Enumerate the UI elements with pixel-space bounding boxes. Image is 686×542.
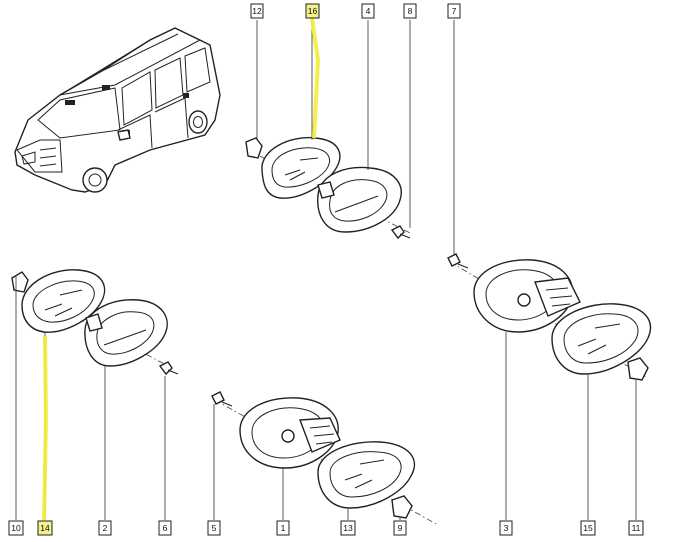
handle-2-part	[84, 299, 168, 367]
label-boxes: 12 16 4 8 7 10 14 2	[8, 3, 644, 536]
svg-text:13: 13	[343, 523, 353, 533]
label-8: 8	[403, 3, 417, 19]
svg-text:2: 2	[103, 523, 108, 533]
screw-5-part	[211, 391, 225, 405]
minivan-illustration	[14, 27, 221, 193]
svg-text:11: 11	[632, 523, 641, 533]
svg-text:5: 5	[212, 523, 217, 533]
highlight-line-14	[42, 335, 49, 521]
label-3: 3	[499, 520, 513, 536]
label-7: 7	[447, 3, 461, 19]
label-4: 4	[361, 3, 375, 19]
label-12: 12	[250, 3, 264, 19]
bezel-14-part	[21, 269, 106, 333]
label-2: 2	[98, 520, 112, 536]
group-right-handle	[447, 253, 652, 381]
label-1: 1	[276, 520, 290, 536]
svg-text:6: 6	[163, 523, 168, 533]
label-15: 15	[580, 520, 596, 536]
svg-text:7: 7	[452, 6, 457, 16]
screw-7-part	[447, 253, 461, 267]
clip-12-part	[245, 137, 263, 159]
svg-text:9: 9	[398, 523, 403, 533]
svg-text:14: 14	[40, 523, 50, 533]
svg-text:8: 8	[408, 6, 413, 16]
label-5: 5	[207, 520, 221, 536]
group-left-handle	[11, 269, 179, 376]
screw-6-part	[158, 361, 173, 376]
clip-10-part	[11, 271, 29, 293]
svg-text:1: 1	[281, 523, 286, 533]
svg-text:12: 12	[252, 6, 262, 16]
label-10: 10	[8, 520, 24, 536]
bezel-13-part	[317, 441, 416, 509]
svg-text:15: 15	[583, 523, 593, 533]
label-16: 16	[305, 3, 320, 19]
label-9: 9	[393, 520, 407, 536]
bezel-16-part	[261, 136, 341, 199]
group-top-handle	[245, 136, 411, 240]
label-6: 6	[158, 520, 172, 536]
svg-text:16: 16	[308, 6, 318, 16]
highlight-line-16	[310, 17, 321, 139]
label-11: 11	[628, 520, 644, 536]
label-13: 13	[340, 520, 356, 536]
svg-text:10: 10	[11, 523, 21, 533]
svg-text:3: 3	[504, 523, 509, 533]
clip-11-part	[627, 357, 649, 381]
label-14: 14	[37, 520, 53, 536]
clip-9-part	[391, 495, 413, 519]
group-bottom-handle	[211, 391, 439, 526]
screw-8-part	[390, 225, 405, 240]
svg-text:4: 4	[366, 6, 371, 16]
